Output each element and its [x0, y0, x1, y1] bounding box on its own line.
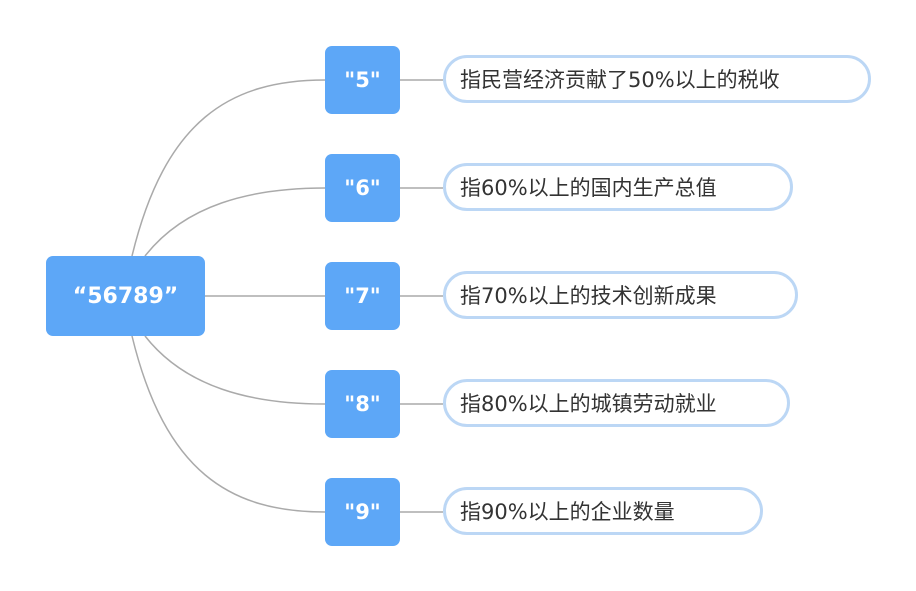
connector-root-to-6: [144, 187, 326, 257]
branch-node-9-label: "9": [344, 500, 381, 524]
detail-node-8[interactable]: 指80%以上的城镇劳动就业: [443, 379, 790, 427]
root-node-label: “56789”: [72, 283, 179, 309]
root-node[interactable]: “56789”: [46, 256, 205, 336]
connector-root-to-9: [131, 335, 326, 513]
detail-node-6[interactable]: 指60%以上的国内生产总值: [443, 163, 793, 211]
connector-root-to-8: [144, 335, 326, 405]
branch-node-6-label: "6": [344, 176, 381, 200]
detail-node-9-text: 指90%以上的企业数量: [460, 500, 675, 524]
detail-node-8-text: 指80%以上的城镇劳动就业: [460, 392, 717, 416]
detail-node-7[interactable]: 指70%以上的技术创新成果: [443, 271, 798, 319]
branch-node-7-label: "7": [344, 284, 381, 308]
branch-node-8-label: "8": [344, 392, 381, 416]
detail-node-7-text: 指70%以上的技术创新成果: [460, 284, 717, 308]
branch-node-9[interactable]: "9": [325, 478, 400, 546]
branch-node-6[interactable]: "6": [325, 154, 400, 222]
detail-node-6-text: 指60%以上的国内生产总值: [460, 176, 717, 200]
detail-node-9[interactable]: 指90%以上的企业数量: [443, 487, 763, 535]
detail-node-5[interactable]: 指民营经济贡献了50%以上的税收: [443, 55, 871, 103]
detail-node-5-text: 指民营经济贡献了50%以上的税收: [460, 68, 780, 92]
branch-node-5-label: "5": [344, 68, 381, 92]
branch-node-8[interactable]: "8": [325, 370, 400, 438]
branch-node-5[interactable]: "5": [325, 46, 400, 114]
connector-root-to-5: [131, 79, 326, 257]
branch-node-7[interactable]: "7": [325, 262, 400, 330]
